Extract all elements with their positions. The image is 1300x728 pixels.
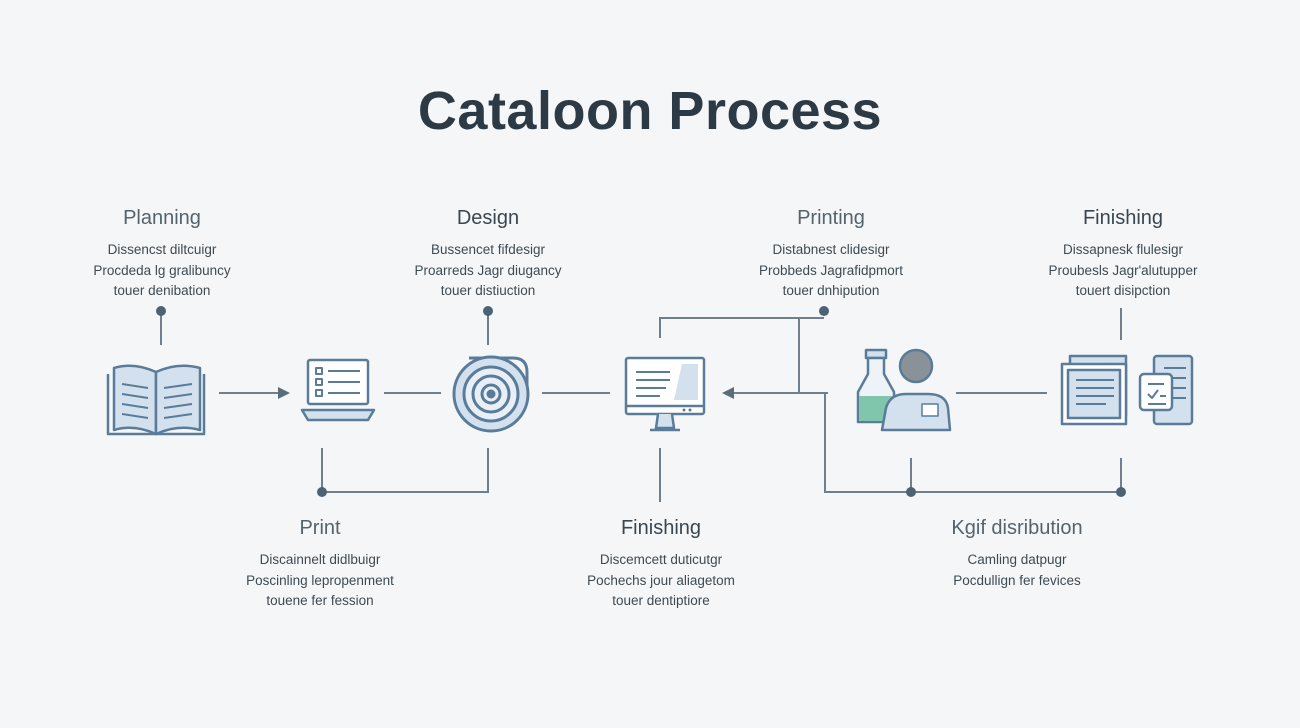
documents-stack-icon: [1060, 354, 1194, 426]
desc-line: Pocdullign fer fevices: [953, 572, 1081, 588]
bottle-person-icon: [856, 348, 952, 432]
stage-label-printing: Printing: [797, 207, 865, 229]
connector-dot: [483, 306, 493, 316]
spiral-seal-icon: [452, 355, 530, 433]
desc-line: touert disipction: [1075, 283, 1171, 298]
stage-desc-finishing-top: Dissapnesk flulesigr Proubesls Jagr'alut…: [993, 240, 1253, 302]
stage-desc-printing: Distabnest clidesigr Probbeds Jagrafidpm…: [701, 240, 961, 302]
stage-label-planning: Planning: [123, 207, 201, 229]
desktop-monitor-icon: [624, 356, 706, 432]
desc-line: touer denibation: [113, 283, 211, 298]
desc-line: Discemcett duticutgr: [599, 552, 723, 567]
laptop-checklist-icon: [300, 358, 376, 422]
stage-label-design: Design: [456, 207, 520, 229]
page-title: Cataloon Process: [417, 81, 883, 141]
connector-dot: [906, 487, 916, 497]
desc-line: Pochechs jour aliagetom: [587, 572, 735, 588]
stage-label-finishing-bottom: Finishing: [620, 517, 702, 539]
desc-line: Camling datpugr: [967, 552, 1067, 567]
desc-line: Discainnelt didlbuigr: [259, 552, 381, 567]
stage-desc-design: Bussencet fifdesigr Proarreds Jagr diuga…: [358, 240, 618, 302]
desc-line: touer distiuction: [440, 283, 536, 298]
desc-line: Proarreds Jagr diugancy: [414, 262, 562, 278]
stage-label-print: Print: [299, 517, 341, 539]
open-book-icon: [106, 364, 206, 436]
desc-line: Distabnest clidesigr: [772, 242, 890, 257]
desc-line: Dissapnesk flulesigr: [1062, 242, 1184, 257]
stage-desc-print: Discainnelt didlbuigr Poscinling leprope…: [190, 550, 450, 612]
connector-line: [321, 448, 489, 493]
desc-line: touer dnhipution: [782, 283, 880, 298]
stage-label-finishing-top: Finishing: [1082, 207, 1164, 229]
connector-dot: [1116, 487, 1126, 497]
stage-desc-distribution: Camling datpugr Pocdullign fer fevices: [887, 550, 1147, 591]
connector-line: [824, 393, 1122, 493]
desc-line: touene fer fession: [266, 593, 374, 608]
stage-label-distribution: Kgif disribution: [951, 517, 1083, 539]
desc-line: Dissencst diltcuigr: [107, 242, 217, 257]
stage-desc-planning: Dissencst diltcuigr Procdeda lg gralibun…: [32, 240, 292, 302]
desc-line: Probbeds Jagrafidpmort: [758, 262, 904, 278]
connector-dot: [156, 306, 166, 316]
stage-desc-finishing-bottom: Discemcett duticutgr Pochechs jour aliag…: [531, 550, 791, 612]
desc-line: Poscinling lepropenment: [246, 572, 394, 588]
connector-dot: [317, 487, 327, 497]
desc-line: Proubesls Jagr'alutupper: [1048, 262, 1198, 278]
desc-line: Bussencet fifdesigr: [430, 242, 546, 257]
connector-dot: [819, 306, 829, 316]
connector-line: [659, 317, 824, 338]
desc-line: touer dentiptiore: [612, 593, 710, 608]
desc-line: Procdeda lg gralibuncy: [93, 262, 231, 278]
